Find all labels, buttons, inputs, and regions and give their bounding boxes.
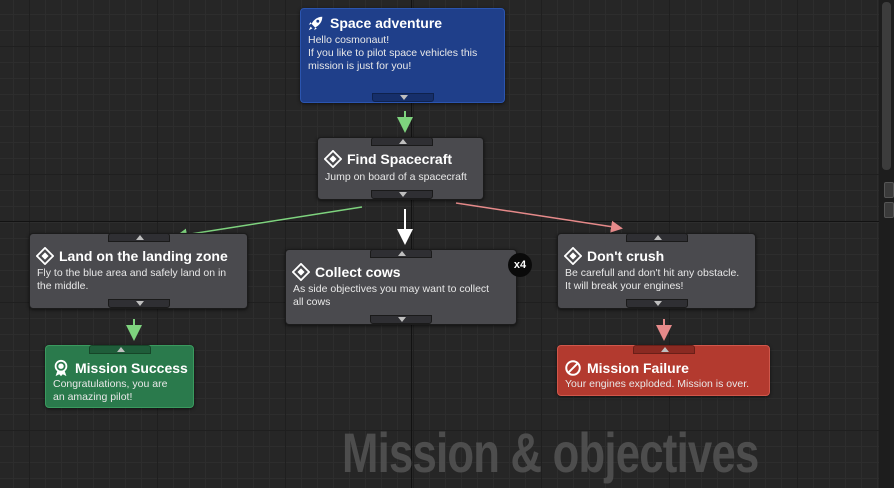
wire-find-to-land: [175, 206, 363, 241]
node-description: Hello cosmonaut! If you like to pilot sp…: [308, 34, 477, 73]
output-arrow-icon: [399, 192, 407, 197]
input-pin[interactable]: [626, 233, 688, 242]
output-pin[interactable]: [371, 190, 433, 199]
node-title-row: Don't crush: [564, 247, 664, 265]
node-title: Mission Failure: [587, 360, 689, 376]
output-arrow-icon: [400, 95, 408, 100]
input-pin[interactable]: [633, 345, 695, 354]
node-dont-crush[interactable]: Don't crush Be carefull and don't hit an…: [557, 233, 756, 309]
wire-find-to-crush: [455, 202, 623, 233]
graph-watermark: Mission & objectives: [342, 421, 759, 484]
node-space-adventure[interactable]: Space adventure Hello cosmonaut! If you …: [300, 8, 505, 103]
output-pin[interactable]: [370, 315, 432, 324]
description-line: all cows: [293, 296, 331, 308]
node-title: Collect cows: [315, 264, 401, 280]
objective-diamond-icon: [324, 150, 342, 168]
input-arrow-icon: [136, 235, 144, 240]
input-arrow-icon: [117, 347, 125, 352]
node-mission-success[interactable]: Mission Success Congratulations, you are…: [45, 345, 194, 408]
objective-diamond-icon: [564, 247, 582, 265]
input-pin[interactable]: [371, 137, 433, 146]
graph-origin-horizontal-line: [0, 221, 894, 222]
node-title-row: Find Spacecraft: [324, 150, 452, 168]
input-arrow-icon: [654, 235, 662, 240]
node-title: Don't crush: [587, 248, 665, 264]
output-arrow-icon: [654, 301, 662, 306]
output-pin[interactable]: [108, 299, 170, 308]
description-line: Hello cosmonaut!: [308, 34, 390, 46]
description-line: As side objectives you may want to colle…: [293, 283, 490, 295]
description-line: Fly to the blue area and safely land on …: [37, 267, 227, 279]
description-line: Your engines exploded. Mission is over.: [565, 378, 750, 390]
description-line: Be carefull and don't hit any obstacle.: [565, 267, 740, 279]
node-title-row: Mission Success: [52, 359, 188, 377]
input-pin[interactable]: [89, 345, 151, 354]
description-line: the middle.: [37, 280, 89, 292]
node-description: Congratulations, you are an amazing pilo…: [53, 378, 167, 404]
input-arrow-icon: [398, 251, 406, 256]
node-title: Land on the landing zone: [59, 248, 228, 264]
node-description: Be carefull and don't hit any obstacle. …: [565, 267, 739, 293]
node-description: As side objectives you may want to colle…: [293, 283, 489, 309]
node-collect-cows[interactable]: Collect cows As side objectives you may …: [285, 249, 517, 325]
prohibited-icon: [565, 360, 581, 376]
description-line: mission is just for you!: [308, 60, 412, 72]
description-line: an amazing pilot!: [53, 391, 133, 403]
node-mission-failure[interactable]: Mission Failure Your engines exploded. M…: [557, 345, 770, 396]
node-title-row: Mission Failure: [564, 359, 689, 377]
description-line: Jump on board of a spacecraft: [325, 171, 467, 183]
node-title-row: Space adventure: [307, 14, 442, 32]
medal-icon: [54, 359, 68, 377]
vertical-scrollbar[interactable]: [879, 0, 894, 488]
output-arrow-icon: [136, 301, 144, 306]
node-description: Your engines exploded. Mission is over.: [565, 378, 749, 391]
node-description: Jump on board of a spacecraft: [325, 171, 467, 184]
input-pin[interactable]: [370, 249, 432, 258]
objective-diamond-icon: [292, 263, 310, 281]
input-arrow-icon: [661, 347, 669, 352]
description-line: It will break your engines!: [565, 280, 684, 292]
node-title: Space adventure: [330, 15, 443, 31]
side-panel-button[interactable]: [884, 182, 894, 198]
node-title: Mission Success: [75, 360, 188, 376]
node-title: Find Spacecraft: [347, 151, 453, 167]
output-pin[interactable]: [372, 93, 434, 102]
objective-diamond-icon: [36, 247, 54, 265]
input-arrow-icon: [399, 139, 407, 144]
node-title-row: Collect cows: [292, 263, 401, 281]
node-title-row: Land on the landing zone: [36, 247, 228, 265]
repeat-count-badge: x4: [508, 253, 532, 277]
rocket-icon: [308, 16, 323, 31]
output-pin[interactable]: [626, 299, 688, 308]
node-land-landing-zone[interactable]: Land on the landing zone Fly to the blue…: [29, 233, 248, 309]
scrollbar-thumb[interactable]: [882, 2, 891, 170]
input-pin[interactable]: [108, 233, 170, 242]
node-find-spacecraft[interactable]: Find Spacecraft Jump on board of a space…: [317, 137, 484, 200]
description-line: Congratulations, you are: [53, 378, 168, 390]
output-arrow-icon: [398, 317, 406, 322]
side-panel-button[interactable]: [884, 202, 894, 218]
node-description: Fly to the blue area and safely land on …: [37, 267, 226, 293]
description-line: If you like to pilot space vehicles this: [308, 47, 478, 59]
